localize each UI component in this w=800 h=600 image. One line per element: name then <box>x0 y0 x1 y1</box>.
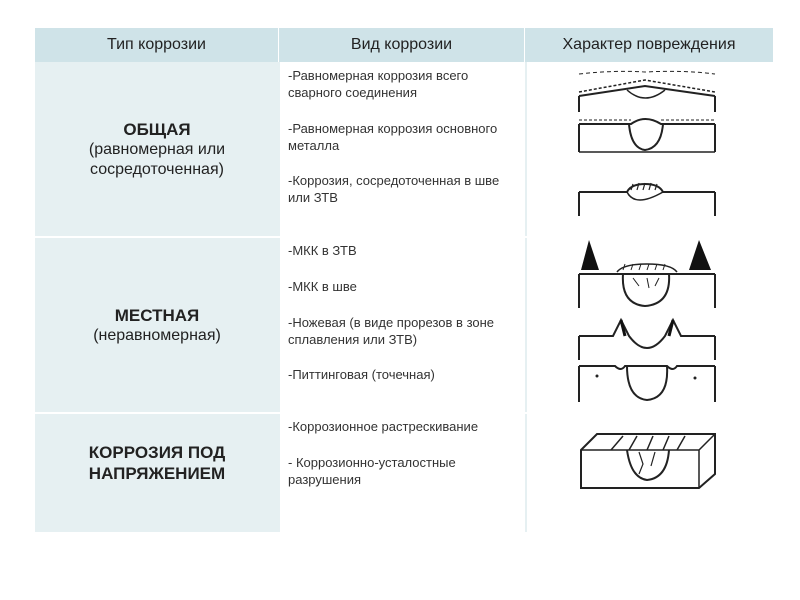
type-cell-general: ОБЩАЯ (равномерная или сосредоточенная) <box>35 62 279 236</box>
damage-cell-general <box>525 62 773 236</box>
weld-uniform-whole-diagram <box>575 66 721 114</box>
kind-item: -МКК в ЗТВ <box>288 243 357 258</box>
kind-item: -Коррозия, сосредоточенная в шве или ЗТВ <box>288 173 500 205</box>
type-title: КОРРОЗИЯ ПОД НАПРЯЖЕНИЕМ <box>88 443 226 483</box>
row-divider <box>35 236 773 238</box>
type-subtitle: (равномерная или сосредоточенная) <box>88 140 226 178</box>
kind-cell-local: -МКК в ЗТВ -МКК в шве -Ножевая (в виде п… <box>279 238 525 412</box>
kind-item: -Равномерная коррозия основного металла <box>288 121 498 153</box>
type-subtitle: (неравномерная) <box>93 326 221 344</box>
weld-knife-line-diagram <box>577 316 717 362</box>
row-general: ОБЩАЯ (равномерная или сосредоточенная) … <box>35 62 773 236</box>
kind-item: -Питтинговая (точечная) <box>288 367 435 382</box>
header-kind: Вид коррозии <box>279 28 525 62</box>
weld-concentrated-diagram <box>575 180 721 220</box>
damage-cell-local <box>525 238 773 412</box>
damage-cell-stress <box>525 414 773 532</box>
weld-stress-cracking-diagram <box>577 430 719 490</box>
type-title: ОБЩАЯ <box>123 119 191 139</box>
row-local: МЕСТНАЯ (неравномерная) -МКК в ЗТВ -МКК … <box>35 238 773 412</box>
weld-pitting-diagram <box>577 362 717 406</box>
kind-cell-stress: -Коррозионное растрескивание - Коррозион… <box>279 414 525 532</box>
header-damage: Характер повреждения <box>525 28 773 62</box>
row-stress: КОРРОЗИЯ ПОД НАПРЯЖЕНИЕМ -Коррозионное р… <box>35 414 773 532</box>
kind-item: -Равномерная коррозия всего сварного сое… <box>288 68 469 100</box>
kind-item: -МКК в шве <box>288 279 357 294</box>
weld-uniform-base-diagram <box>575 112 721 156</box>
kind-item: -Коррозионное растрескивание <box>288 419 479 434</box>
kind-item: -Ножевая (в виде прорезов в зоне сплавле… <box>288 315 495 347</box>
type-cell-local: МЕСТНАЯ (неравномерная) <box>35 238 279 412</box>
kind-cell-general: -Равномерная коррозия всего сварного сое… <box>279 62 525 236</box>
weld-igc-haz-diagram <box>581 240 711 274</box>
weld-igc-weld-diagram <box>577 272 717 312</box>
type-cell-stress: КОРРОЗИЯ ПОД НАПРЯЖЕНИЕМ <box>35 414 279 532</box>
header-type: Тип коррозии <box>35 28 279 62</box>
row-divider <box>35 412 773 414</box>
type-title: МЕСТНАЯ <box>114 305 200 325</box>
kind-item: - Коррозионно-усталостные разрушения <box>288 455 456 487</box>
